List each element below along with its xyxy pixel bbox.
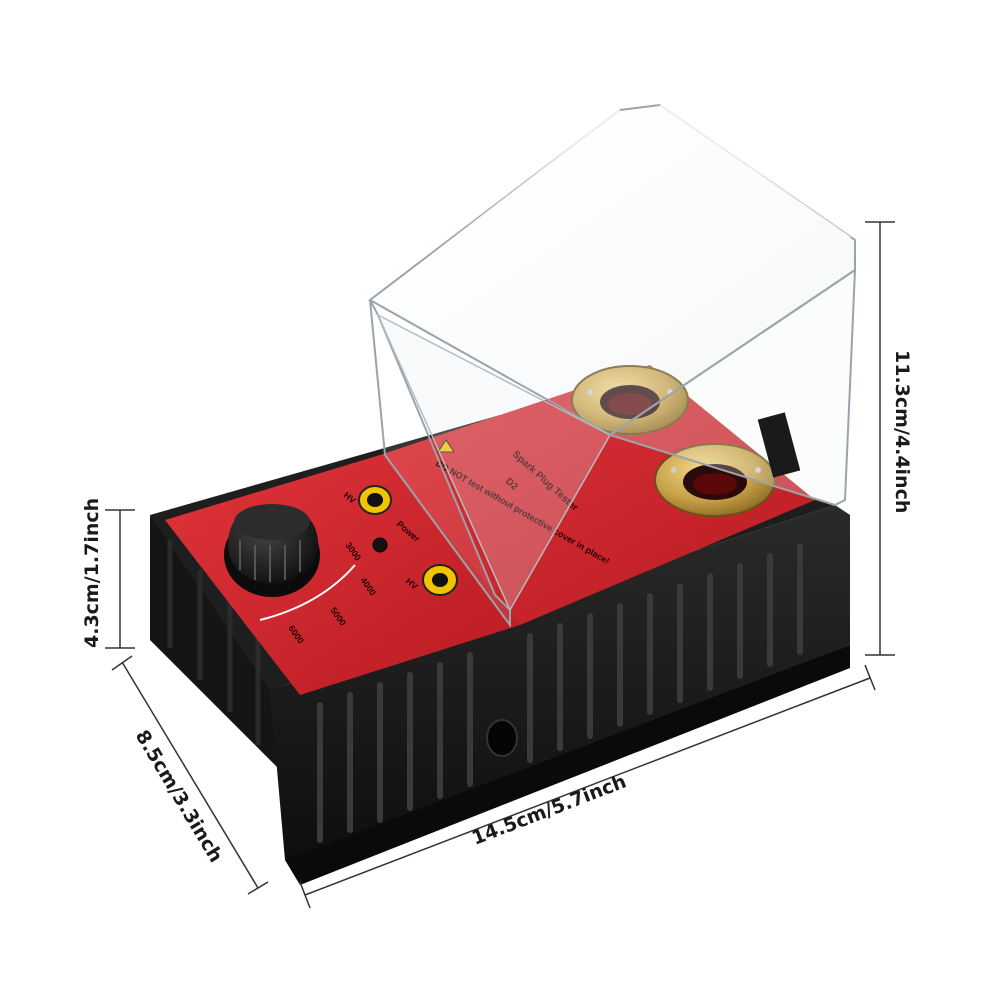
warning-icon bbox=[437, 439, 455, 453]
dimension-depth bbox=[111, 655, 269, 895]
front-port bbox=[486, 719, 518, 757]
dimension-width bbox=[299, 664, 876, 909]
power-led bbox=[372, 537, 388, 553]
dial-scale bbox=[259, 564, 356, 621]
protective-cover[interactable] bbox=[368, 103, 857, 629]
hv-jack-bottom[interactable] bbox=[422, 564, 458, 596]
voltage-knob[interactable] bbox=[224, 504, 320, 597]
hv-jack-top[interactable] bbox=[358, 485, 392, 515]
dimension-height-cover-label: 11.3cm/4.4inch bbox=[891, 350, 913, 513]
dimension-height-cover bbox=[865, 221, 895, 656]
dimension-height-body bbox=[105, 509, 135, 649]
front-ribs bbox=[317, 543, 803, 843]
spark-plate: Spark Plug Tester D2 DO NOT test without… bbox=[380, 365, 815, 625]
dimension-height-body-label: 4.3cm/1.7inch bbox=[81, 498, 103, 648]
dimension-depth-label: 8.5cm/3.3inch bbox=[131, 726, 227, 866]
